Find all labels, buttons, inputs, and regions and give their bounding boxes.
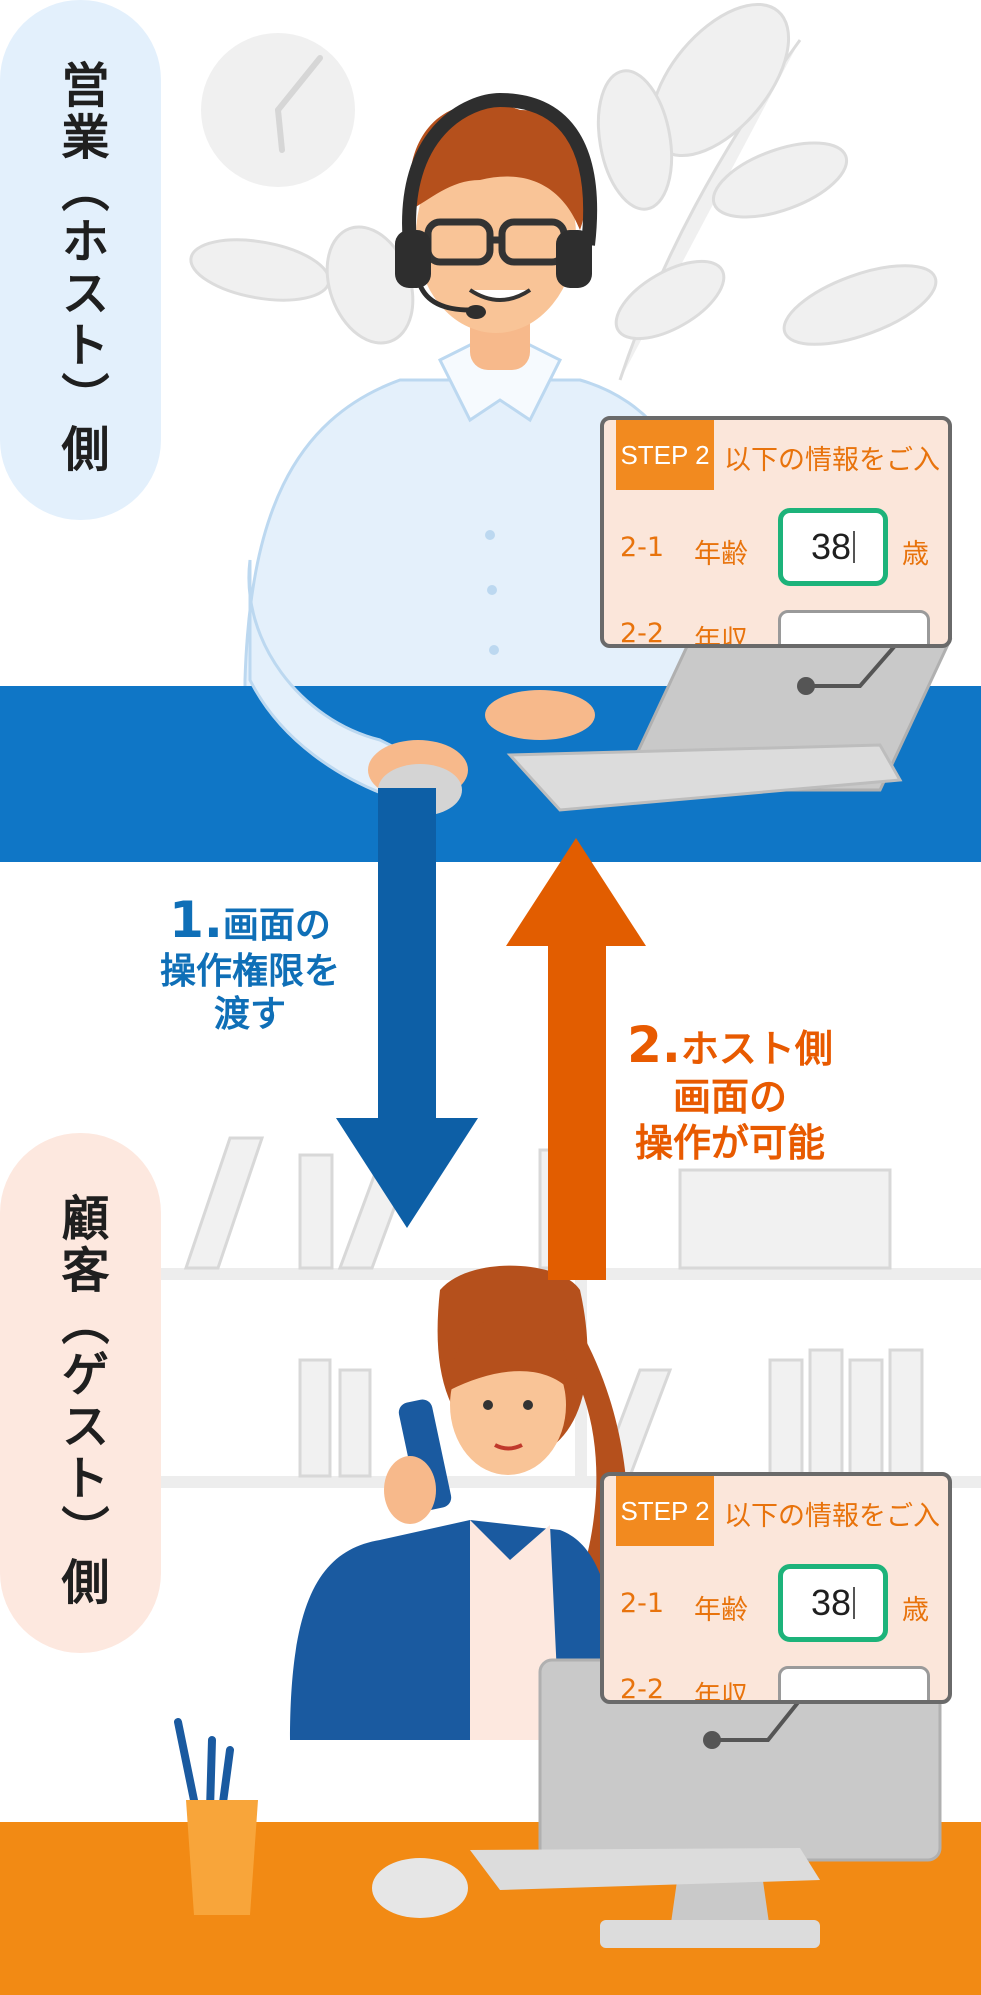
text-caret — [853, 1587, 856, 1619]
host-background — [189, 2, 938, 381]
question2-number: 2-2 — [620, 618, 665, 648]
age-unit: 歳 — [902, 539, 929, 570]
host-laptop-icon — [506, 638, 953, 812]
guest-monitor-icon — [372, 1658, 942, 1948]
arrow-up-icon — [506, 838, 646, 1280]
question-label-age: 年齢 — [694, 1595, 748, 1626]
host-form-card: STEP 2 以下の情報をご入 2-1 年齢 38 歳 2-2 年収 — [600, 416, 952, 648]
form-instruction: 以下の情報をご入 — [724, 445, 940, 476]
host-salesperson-illustration — [243, 92, 707, 702]
pencil-cup-icon — [174, 1718, 258, 1915]
guest-mouse-icon — [372, 1858, 468, 1918]
question-label-age: 年齢 — [694, 539, 748, 570]
guest-customer-illustration — [290, 1265, 628, 1740]
guest-side-label: 顧客（ゲスト）側 — [52, 1193, 109, 1609]
step2-line3: 操作が可能 — [634, 1120, 825, 1165]
step-badge: STEP 2 — [616, 1476, 714, 1546]
guest-form-card: STEP 2 以下の情報をご入 2-1 年齢 38 歳 2-2 年収 — [600, 1472, 952, 1704]
text-caret — [853, 531, 856, 563]
step1-number: 1. — [169, 891, 223, 949]
step2-line2: 画面の — [672, 1075, 787, 1119]
age-unit: 歳 — [902, 1595, 929, 1626]
step1-line3: 渡す — [213, 994, 286, 1036]
step-badge: STEP 2 — [616, 420, 714, 490]
question2-number: 2-2 — [620, 1674, 665, 1704]
question-number: 2-1 — [620, 532, 665, 563]
question2-label-income: 年収 — [694, 625, 748, 648]
form-instruction: 以下の情報をご入 — [724, 1501, 940, 1532]
step1-line2: 操作権限を — [159, 951, 340, 992]
income-input[interactable] — [778, 610, 930, 644]
income-input[interactable] — [778, 1666, 930, 1700]
step1-caption: 1.画面の 操作権限を 渡す — [130, 890, 370, 1036]
step1-line1: 画面の — [222, 905, 331, 946]
host-side-label-pill: 営業（ホスト）側 — [0, 0, 161, 520]
phone-icon — [398, 1399, 452, 1511]
step2-number: 2. — [627, 1016, 681, 1074]
step2-line1: ホスト側 — [680, 1027, 833, 1071]
host-side-label: 営業（ホスト）側 — [52, 60, 109, 476]
step2-caption: 2.ホスト側 画面の 操作が可能 — [600, 1015, 860, 1166]
age-value: 38 — [810, 526, 852, 567]
age-value: 38 — [810, 1582, 852, 1623]
arrow-down-icon — [336, 788, 478, 1228]
guest-side-label-pill: 顧客（ゲスト）側 — [0, 1133, 161, 1653]
question-number: 2-1 — [620, 1588, 665, 1619]
plant-leaves-icon — [189, 2, 938, 381]
question2-label-income: 年収 — [694, 1681, 748, 1704]
host-hands — [247, 559, 595, 816]
age-input[interactable]: 38 — [778, 508, 888, 586]
age-input[interactable]: 38 — [778, 1564, 888, 1642]
